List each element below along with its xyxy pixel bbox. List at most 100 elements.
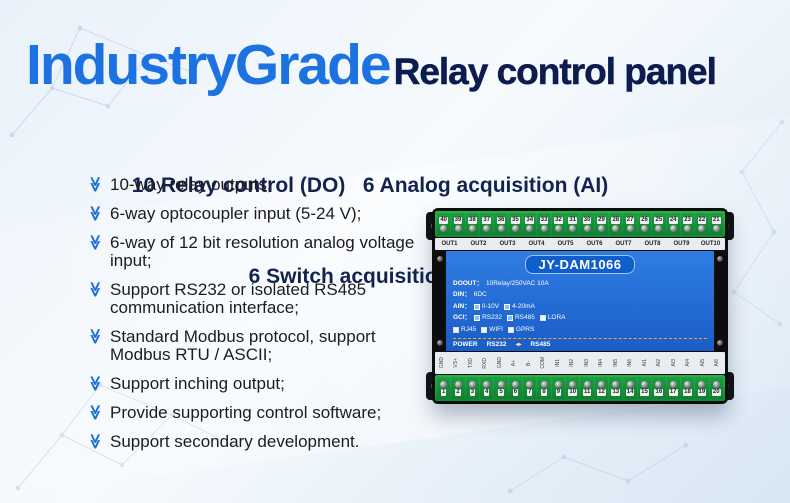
terminal-screw-icon xyxy=(483,380,491,388)
terminal-number: 14 xyxy=(625,388,635,396)
terminal-cell: 2 xyxy=(451,377,465,399)
output-channel-label: OUT3 xyxy=(499,241,516,247)
checkbox-icon xyxy=(473,303,480,310)
double-chevron-down-icon: ≫ xyxy=(86,234,104,251)
terminal-screw-icon xyxy=(454,380,462,388)
terminal-cell: 27 xyxy=(623,213,637,235)
spec-item: WIFI xyxy=(481,326,503,334)
terminal-number: 12 xyxy=(597,388,606,396)
spec-text: 10Relay/250VAC 10A xyxy=(485,279,549,287)
terminal-number: 38 xyxy=(468,216,477,224)
spec-item: 4-20mA xyxy=(504,303,535,311)
pin-cell: VS+ xyxy=(450,352,465,374)
terminal-cell: 23 xyxy=(680,213,695,235)
checkbox-icon xyxy=(539,315,546,321)
terminal-screw-icon xyxy=(497,380,505,388)
pin-cell: AI5 xyxy=(696,352,711,374)
terminal-cell: 14 xyxy=(623,377,637,399)
terminal-cell: 29 xyxy=(594,213,609,235)
terminal-screw-icon xyxy=(440,224,448,232)
terminal-screw-icon xyxy=(684,380,692,388)
feature-text: Support inching output; xyxy=(110,374,285,393)
terminal-number: 9 xyxy=(555,388,562,396)
terminal-screw-icon xyxy=(454,224,462,232)
terminal-screw-icon xyxy=(597,224,605,232)
terminal-cell: 13 xyxy=(609,377,623,399)
pin-cell: GND xyxy=(435,352,450,374)
pin-cell: B- xyxy=(522,352,537,374)
pin-label: TXD xyxy=(467,358,474,368)
spec-label: GCI： xyxy=(453,314,472,321)
terminal-number: 39 xyxy=(453,216,463,224)
terminal-cell: 9 xyxy=(551,377,566,399)
checkbox-icon xyxy=(481,326,488,333)
terminal-number: 23 xyxy=(683,216,692,224)
feature-list: ≫10-way relay outputs;≫6-way optocoupler… xyxy=(86,176,438,462)
terminal-screw-icon xyxy=(468,224,476,232)
terminal-number: 26 xyxy=(640,216,649,224)
terminal-number: 28 xyxy=(611,216,621,224)
terminal-screw-icon xyxy=(569,224,577,232)
feature-text: 6-way optocoupler input (5-24 V); xyxy=(110,204,362,223)
terminal-cell: 34 xyxy=(523,213,537,235)
double-chevron-down-icon: ≫ xyxy=(86,281,104,298)
terminal-number: 7 xyxy=(527,388,533,396)
spec-text: WIFI xyxy=(489,325,503,333)
output-channel-label: OUT1 xyxy=(441,241,458,247)
terminal-cell: 35 xyxy=(508,213,523,235)
spec-text: LORA xyxy=(547,314,566,321)
terminal-cell: 33 xyxy=(537,213,551,235)
pin-label: COM xyxy=(540,357,547,369)
terminal-screw-icon xyxy=(655,380,663,388)
terminal-screw-icon xyxy=(583,224,591,232)
terminal-number: 10 xyxy=(568,388,578,396)
spec-text: RS485 xyxy=(514,314,535,321)
terminal-number: 21 xyxy=(711,216,721,224)
terminal-number: 17 xyxy=(668,388,678,396)
model-name: JY-DAM1066 xyxy=(525,255,635,274)
spec-row: AIN： 0-10V 4-20mA xyxy=(453,303,707,311)
terminal-screw-icon xyxy=(540,380,548,388)
terminal-screw-icon xyxy=(440,380,448,388)
terminal-screw-icon xyxy=(554,380,562,388)
terminal-screw-icon xyxy=(583,380,591,388)
terminal-screw-icon xyxy=(612,224,620,232)
spec-text: 0-10V xyxy=(481,302,500,310)
spec-row: DIN：6DC xyxy=(453,291,707,299)
output-channel-label: OUT8 xyxy=(644,241,661,247)
terminal-cell: 36 xyxy=(494,213,508,235)
checkbox-icon xyxy=(507,326,514,333)
pin-label: AI3 xyxy=(670,359,677,367)
terminal-number: 13 xyxy=(611,388,621,396)
terminal-screw-icon xyxy=(712,380,720,388)
terminal-number: 2 xyxy=(455,388,461,396)
terminal-cell: 28 xyxy=(609,213,623,235)
terminal-number: 33 xyxy=(539,216,549,224)
terminal-number: 6 xyxy=(512,388,519,396)
spec-item: 0-10V xyxy=(473,302,500,311)
pin-label: AI4 xyxy=(685,359,692,367)
terminal-cell: 40 xyxy=(437,213,451,235)
double-chevron-down-icon: ≫ xyxy=(86,433,104,450)
spec-label: AIN： xyxy=(453,302,471,310)
spec-item: GPRS xyxy=(507,326,534,334)
terminal-number: 34 xyxy=(525,216,535,224)
output-channel-label: OUT7 xyxy=(615,241,632,247)
terminal-number: 32 xyxy=(554,216,563,224)
terminal-cell: 1 xyxy=(437,377,451,399)
checkbox-icon xyxy=(506,315,513,321)
pin-label: IN1 xyxy=(554,359,561,367)
pin-label: IN5 xyxy=(612,359,619,367)
terminal-screw-icon xyxy=(655,224,663,232)
spec-item: RJ45 xyxy=(453,326,476,334)
brand-title: IndustryGrade xyxy=(26,33,392,97)
spec-item: RS232 xyxy=(474,314,502,322)
terminal-number: 25 xyxy=(654,216,664,224)
